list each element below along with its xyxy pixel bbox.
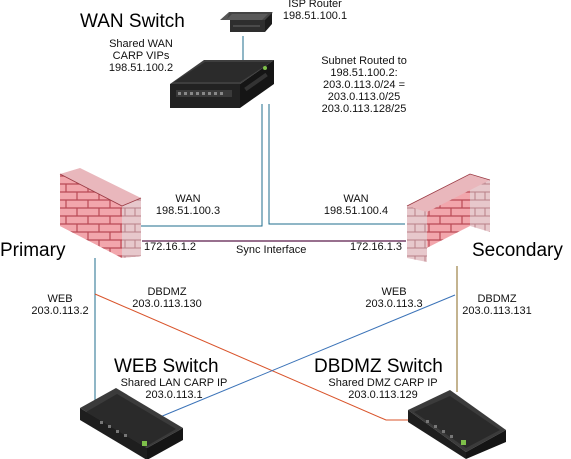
subnet-note: Subnet Routed to 198.51.100.2: 203.0.113…	[312, 55, 416, 115]
web-switch-caption: Shared LAN CARP IP 203.0.113.1	[114, 377, 234, 401]
secondary-wan-label: WAN 198.51.100.4	[318, 193, 394, 217]
wan-switch-to-secondary-link	[268, 104, 405, 225]
wan-switch-line-2: CARP VIPs	[112, 50, 170, 62]
dbdmz-switch-title: DBDMZ Switch	[314, 356, 443, 377]
primary-wan-label: WAN 198.51.100.3	[150, 193, 226, 217]
secondary-dbdmz-label: DBDMZ 203.0.113.131	[456, 293, 538, 317]
primary-dbdmz-label: DBDMZ 203.0.113.130	[126, 286, 208, 310]
secondary-wan-name: WAN	[343, 193, 369, 205]
subnet-note-line-1: Subnet Routed to	[321, 55, 407, 67]
secondary-web-ip: 203.0.113.3	[365, 298, 423, 310]
secondary-firewall-icon	[406, 173, 491, 262]
dbdmz-switch-caption: Shared DMZ CARP IP 203.0.113.129	[318, 377, 448, 401]
wan-switch-to-primary-link	[141, 104, 263, 227]
primary-dbdmz-ip: 203.0.113.130	[132, 298, 202, 310]
primary-web-label: WEB 203.0.113.2	[22, 293, 98, 317]
secondary-web-name: WEB	[381, 286, 407, 298]
secondary-sync-ip: 172.16.1.3	[350, 241, 402, 253]
wan-switch-title: WAN Switch	[80, 11, 185, 32]
web-switch-title: WEB Switch	[114, 356, 219, 377]
secondary-title: Secondary	[472, 240, 563, 261]
isp-router-title: ISP Router	[288, 0, 342, 10]
primary-sync-ip: 172.16.1.2	[144, 241, 196, 253]
subnet-note-line-2: 198.51.100.2:	[330, 67, 398, 79]
primary-web-name: WEB	[47, 293, 73, 305]
secondary-web-label: WEB 203.0.113.3	[356, 286, 432, 310]
dbdmz-switch-line-1: Shared DMZ CARP IP	[328, 377, 438, 389]
web-switch-line-2: 203.0.113.1	[145, 389, 203, 401]
web-switch-line-1: Shared LAN CARP IP	[120, 377, 228, 389]
subnet-note-line-5: 203.0.113.128/25	[321, 103, 407, 115]
isp-router-label: ISP Router 198.51.100.1	[280, 0, 350, 22]
wan-switch-line-1: Shared WAN	[109, 38, 173, 50]
web-switch-icon	[80, 388, 183, 459]
subnet-note-line-4: 203.0.113.0/25	[327, 91, 401, 103]
dbdmz-switch-line-2: 203.0.113.129	[348, 389, 418, 401]
primary-firewall-icon	[59, 168, 142, 258]
primary-wan-name: WAN	[175, 193, 201, 205]
wan-switch-caption: Shared WAN CARP VIPs 198.51.100.2	[102, 38, 180, 74]
primary-dbdmz-name: DBDMZ	[147, 286, 187, 298]
wan-switch-icon	[170, 60, 274, 108]
subnet-note-line-3: 203.0.113.0/24 =	[322, 79, 406, 91]
isp-router-icon	[220, 12, 273, 32]
wan-switch-line-3: 198.51.100.2	[108, 62, 174, 74]
secondary-dbdmz-ip: 203.0.113.131	[462, 305, 532, 317]
sync-interface-label: Sync Interface	[236, 244, 307, 256]
primary-title: Primary	[0, 240, 66, 261]
primary-dbdmz-link	[94, 293, 414, 421]
primary-web-ip: 203.0.113.2	[31, 305, 89, 317]
secondary-wan-ip: 198.51.100.4	[323, 205, 389, 217]
links	[94, 36, 458, 421]
secondary-web-link	[159, 294, 456, 418]
dbdmz-switch-icon	[408, 390, 506, 459]
secondary-dbdmz-name: DBDMZ	[477, 293, 517, 305]
primary-wan-ip: 198.51.100.3	[155, 205, 221, 217]
isp-router-ip: 198.51.100.1	[282, 10, 348, 22]
